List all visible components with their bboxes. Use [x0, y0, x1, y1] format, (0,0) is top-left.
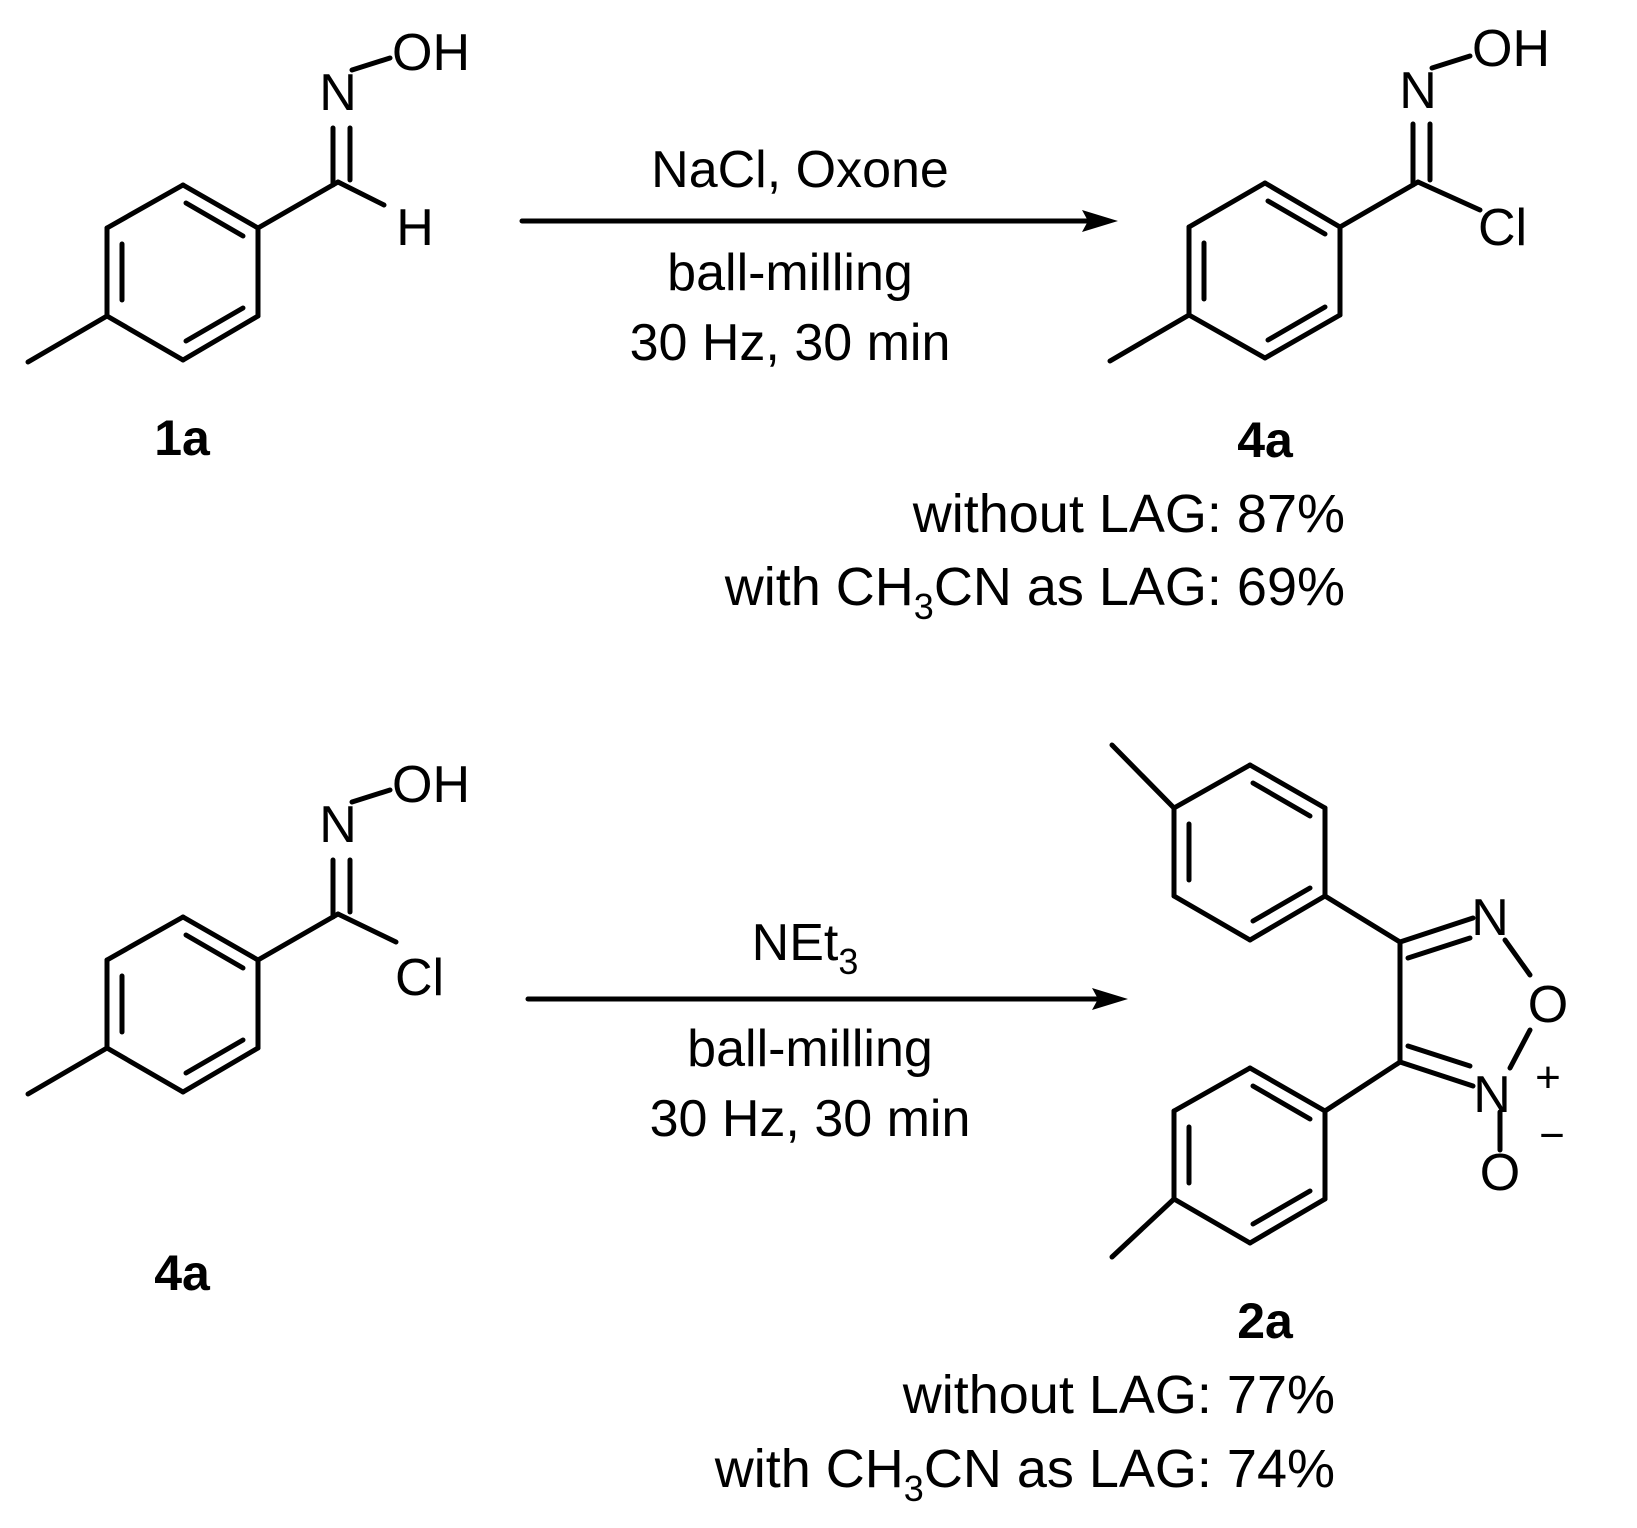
reagents-1: NaCl, Oxone [651, 141, 949, 199]
atom-o: O [1528, 976, 1568, 1034]
atom-n: N [1399, 62, 1437, 120]
compound-label-4a: 4a [1237, 412, 1294, 468]
molecule-2a: N O N + O − 2a [1109, 742, 1568, 1349]
condition-1-line2: 30 Hz, 30 min [630, 314, 951, 372]
condition-2-line1: ball-milling [687, 1020, 933, 1078]
atom-oh: OH [392, 756, 470, 814]
atom-oh: OH [392, 24, 470, 82]
atom-n: N [1471, 889, 1509, 947]
atom-cl: Cl [1478, 199, 1527, 257]
charge-plus: + [1535, 1053, 1561, 1102]
reagents-2: NEt3 [752, 914, 859, 982]
compound-label-4a: 4a [154, 1245, 211, 1301]
yield-2-without-lag: without LAG: 77% [902, 1365, 1335, 1425]
condition-1-line1: ball-milling [667, 244, 913, 302]
yield-1-without-lag: without LAG: 87% [912, 484, 1345, 544]
compound-label-2a: 2a [1237, 1293, 1294, 1349]
benzene-ring [1186, 180, 1343, 361]
atom-n-plus: N [1473, 1066, 1511, 1124]
condition-2-line2: 30 Hz, 30 min [650, 1090, 971, 1148]
atom-o-minus: O [1480, 1144, 1520, 1202]
yield-2-with-lag: with CH3CN as LAG: 74% [714, 1439, 1335, 1509]
compound-label-1a: 1a [154, 410, 211, 466]
molecule-4a-start: N OH Cl 4a [25, 756, 470, 1301]
upper-benzene-ring [1171, 762, 1328, 943]
atom-n: N [319, 796, 357, 854]
methyl-bond [25, 313, 110, 365]
charge-minus: − [1539, 1111, 1565, 1160]
furoxan-ring [1397, 915, 1533, 1153]
molecule-1a: N OH H 1a [25, 24, 470, 466]
atom-cl: Cl [395, 949, 444, 1007]
reaction-arrow-1 [519, 210, 1118, 232]
benzene-ring [104, 914, 261, 1095]
reaction-arrow-2 [525, 988, 1128, 1010]
yield-1-with-lag: with CH3CN as LAG: 69% [724, 557, 1345, 627]
molecule-4a-product: N OH Cl 4a [1107, 20, 1550, 468]
lower-benzene-ring [1171, 1065, 1328, 1246]
atom-h: H [396, 199, 434, 257]
benzene-ring [104, 182, 261, 363]
atom-n: N [319, 64, 357, 122]
atom-oh: OH [1472, 20, 1550, 78]
